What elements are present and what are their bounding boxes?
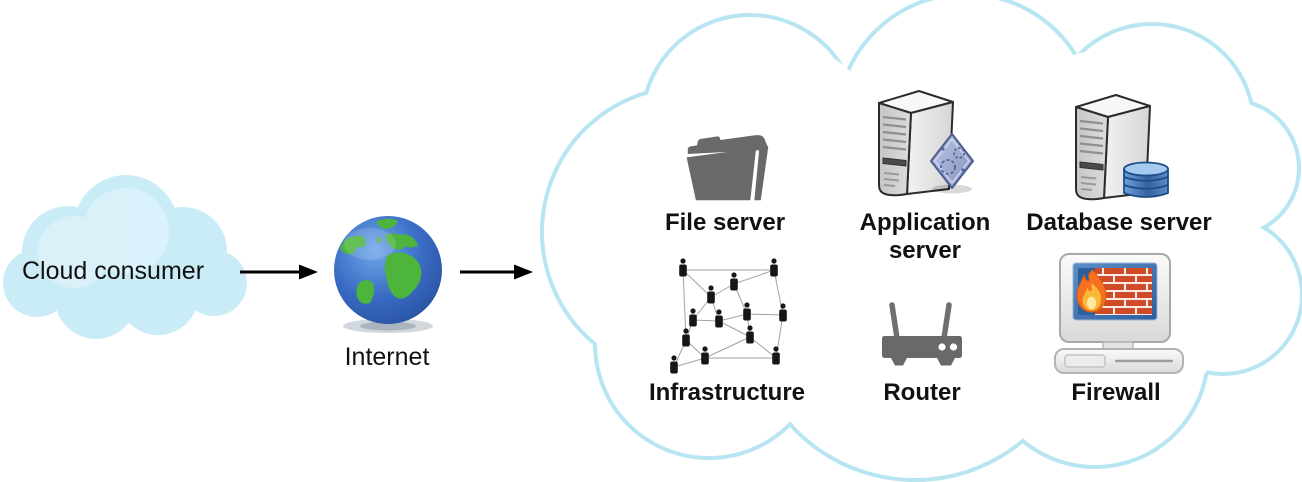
router-label: Router bbox=[883, 379, 961, 406]
infrastructure-icon bbox=[670, 258, 787, 374]
internet-globe-icon bbox=[334, 216, 442, 333]
arrow-consumer-to-internet-icon bbox=[240, 264, 318, 280]
firewall-label: Firewall bbox=[1071, 379, 1161, 406]
router-icon bbox=[882, 302, 962, 366]
consumer-cloud-icon bbox=[3, 175, 247, 339]
firewall-icon bbox=[1054, 253, 1184, 374]
file-server-label: File server bbox=[664, 209, 786, 236]
globe-shadow bbox=[343, 319, 433, 333]
application-server-icon bbox=[877, 89, 974, 197]
application-server-label: Application server bbox=[859, 209, 991, 265]
infrastructure-label: Infrastructure bbox=[648, 379, 806, 406]
database-server-label: Database server bbox=[1026, 209, 1212, 236]
database-cylinders-icon bbox=[1123, 161, 1169, 198]
arrow-internet-to-cloud-icon bbox=[460, 264, 533, 280]
file-server-icon bbox=[686, 135, 769, 201]
flame-icon bbox=[1076, 269, 1107, 313]
router-antenna-right bbox=[941, 302, 952, 341]
internet-label: Internet bbox=[344, 343, 430, 371]
cloud-consumer-label: Cloud consumer bbox=[21, 257, 205, 285]
database-server-icon bbox=[1074, 93, 1169, 201]
router-antenna-left bbox=[889, 302, 900, 341]
